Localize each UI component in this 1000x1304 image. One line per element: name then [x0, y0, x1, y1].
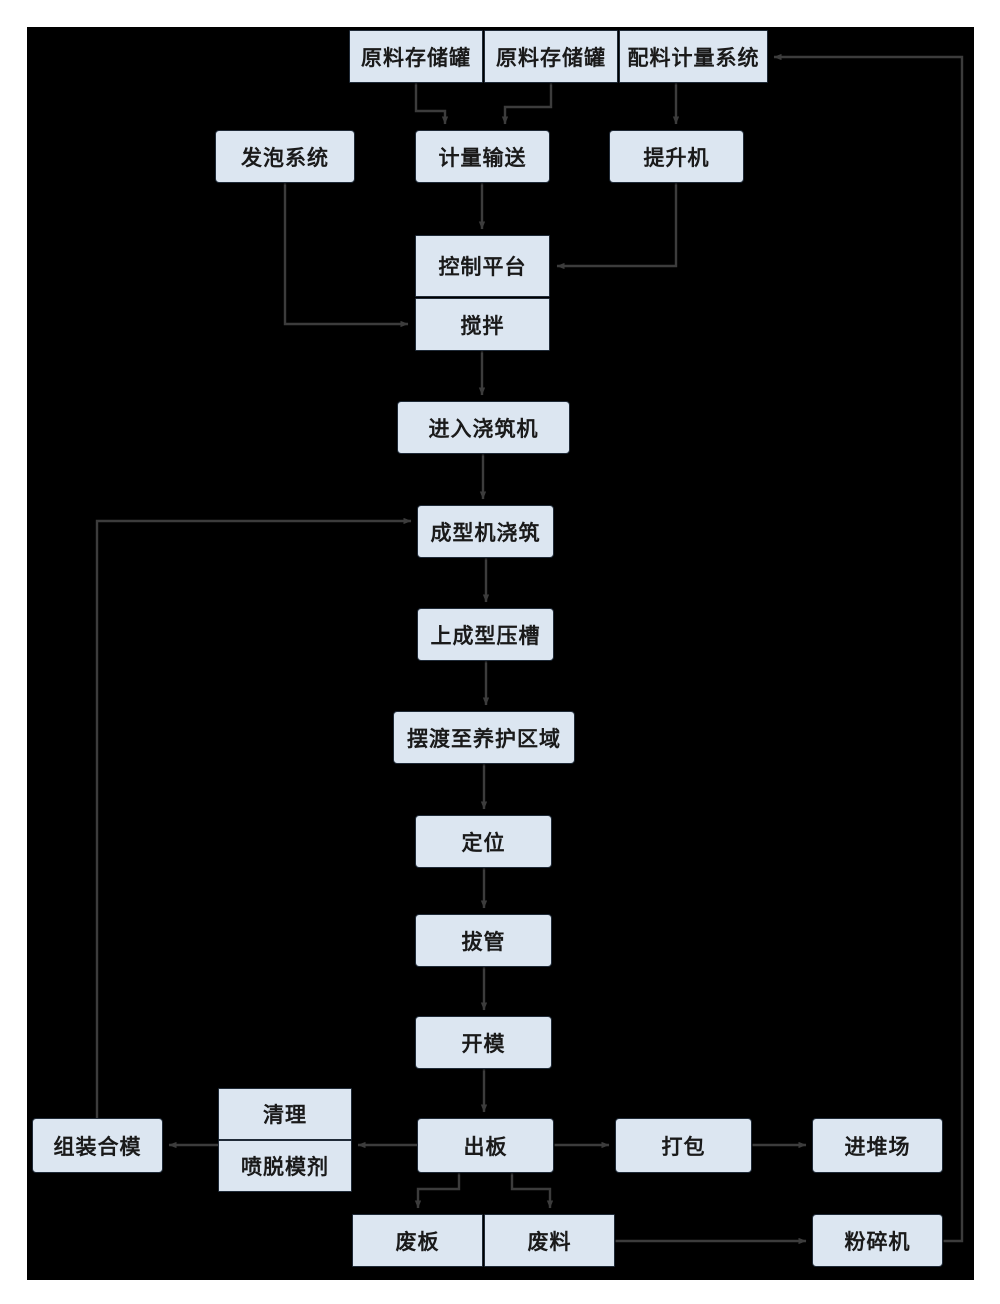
node-label: 组装合模 [53, 1134, 142, 1159]
node-label: 配料计量系统 [627, 45, 760, 70]
node-ferry-to-curing-area[interactable]: 摆渡至养护区域 [393, 711, 575, 764]
node-crusher[interactable]: 粉碎机 [812, 1214, 943, 1267]
node-label: 成型机浇筑 [430, 520, 541, 545]
node-label: 拔管 [461, 929, 506, 954]
node-label: 定位 [461, 830, 506, 855]
node-waste-board[interactable]: 废板 [352, 1214, 483, 1267]
node-label: 废料 [527, 1229, 572, 1254]
node-enter-stacking-yard[interactable]: 进堆场 [812, 1118, 943, 1173]
node-board-output[interactable]: 出板 [417, 1118, 554, 1173]
node-label: 粉碎机 [844, 1229, 911, 1254]
node-label: 喷脱模剂 [241, 1155, 329, 1179]
node-label: 计量输送 [438, 145, 527, 170]
node-forming-machine-casting[interactable]: 成型机浇筑 [417, 505, 554, 558]
node-upper-forming-press-groove[interactable]: 上成型压槽 [417, 608, 554, 661]
node-label: 搅拌 [460, 313, 505, 338]
node-raw-material-tank-1[interactable]: 原料存储罐 [349, 30, 483, 83]
node-label: 原料存储罐 [496, 45, 606, 70]
node-control-platform[interactable]: 控制平台 [415, 235, 550, 297]
node-label: 摆渡至养护区域 [407, 726, 561, 751]
node-label: 进入浇筑机 [428, 416, 539, 441]
node-pipe-pulling[interactable]: 拔管 [415, 914, 552, 967]
node-waste-material[interactable]: 废料 [484, 1214, 615, 1267]
node-label: 上成型压槽 [430, 623, 541, 648]
node-demolding[interactable]: 开模 [415, 1016, 552, 1069]
node-label: 清理 [263, 1103, 307, 1127]
node-foaming-system[interactable]: 发泡系统 [215, 130, 355, 183]
node-mixing[interactable]: 搅拌 [415, 298, 550, 351]
node-packing[interactable]: 打包 [615, 1118, 752, 1173]
node-metering-conveying[interactable]: 计量输送 [415, 130, 550, 183]
node-positioning[interactable]: 定位 [415, 815, 552, 868]
node-assemble-mold[interactable]: 组装合模 [32, 1118, 163, 1173]
node-elevator[interactable]: 提升机 [609, 130, 744, 183]
node-cleaning[interactable]: 清理 [218, 1088, 352, 1140]
node-raw-material-tank-2[interactable]: 原料存储罐 [484, 30, 618, 83]
node-label: 进堆场 [844, 1134, 911, 1159]
node-label: 提升机 [643, 145, 710, 170]
node-label: 废板 [395, 1229, 440, 1254]
node-label: 控制平台 [438, 255, 527, 279]
node-batching-metering-system[interactable]: 配料计量系统 [619, 30, 768, 83]
node-spray-release-agent[interactable]: 喷脱模剂 [218, 1140, 352, 1192]
node-label: 发泡系统 [241, 145, 329, 170]
node-label: 原料存储罐 [361, 45, 471, 70]
node-label: 打包 [661, 1134, 706, 1159]
node-label: 出板 [463, 1134, 508, 1159]
node-enter-casting-machine[interactable]: 进入浇筑机 [397, 401, 570, 454]
node-label: 开模 [461, 1031, 506, 1056]
